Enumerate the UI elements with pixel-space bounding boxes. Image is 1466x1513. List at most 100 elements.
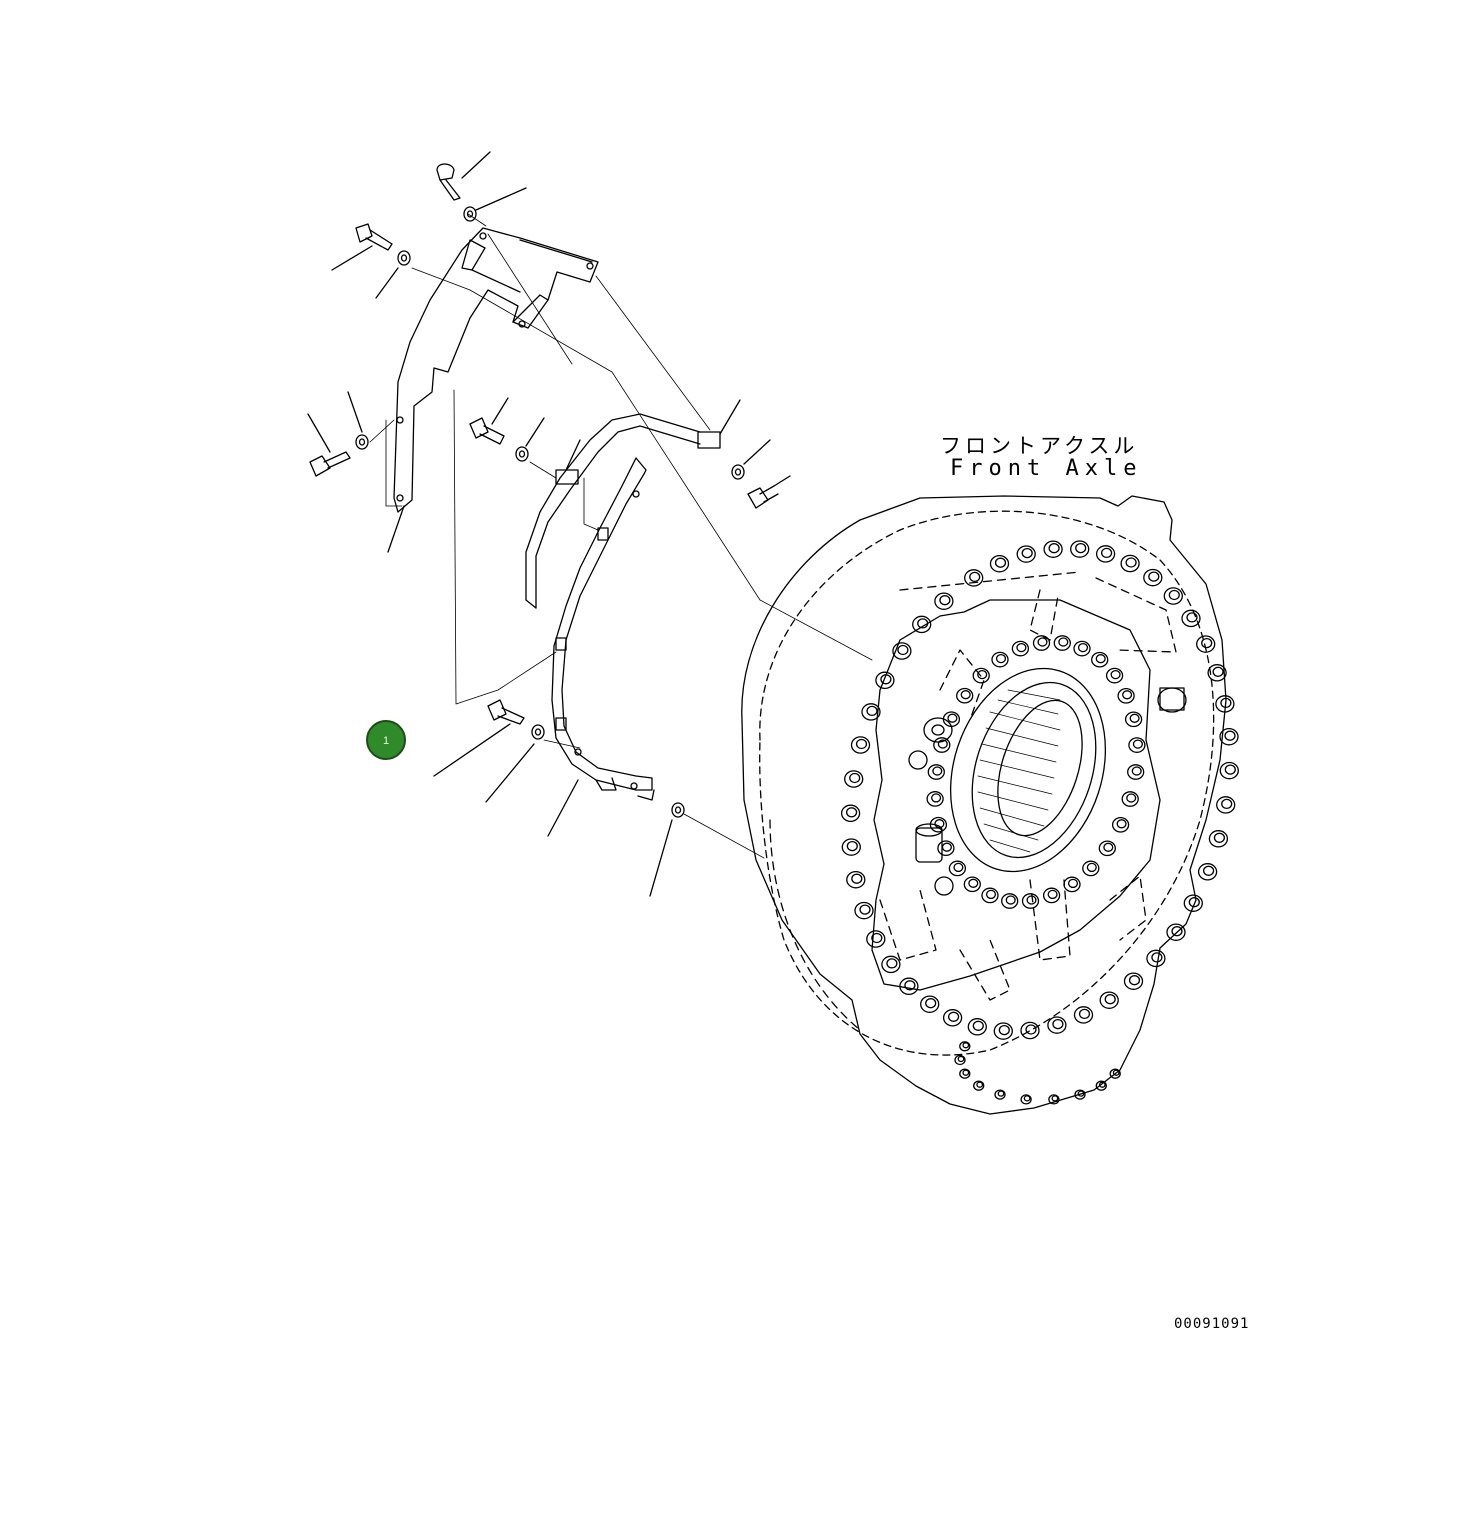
hub-bolt — [1034, 636, 1050, 650]
hub-bolt-head — [938, 740, 947, 748]
hub-bolt — [928, 765, 944, 779]
hub-bolt — [842, 805, 860, 821]
hub-bolt — [938, 841, 954, 855]
hub-bolt — [1216, 696, 1234, 712]
hub-bolt-head — [1105, 995, 1115, 1004]
hub-bolt — [900, 978, 918, 994]
hub-bolt-head — [1130, 976, 1140, 985]
hub-bolt — [973, 668, 989, 682]
hub-bolt — [992, 652, 1008, 666]
hub-bolt-head — [1027, 896, 1036, 904]
hub-bolt-head — [963, 1070, 969, 1075]
hub-bolt-head — [1052, 1096, 1058, 1101]
washer-7 — [732, 440, 770, 479]
hub-bolt — [994, 1023, 1012, 1039]
hub-bolt — [1099, 841, 1115, 855]
hub-bolt-head — [857, 740, 867, 749]
hub-bolt-head — [1104, 843, 1113, 851]
hub-bolt — [1017, 546, 1035, 562]
hub-bolt — [1129, 738, 1145, 752]
hub-bolt — [913, 616, 931, 632]
hub-bolt — [1147, 950, 1165, 966]
hub-bolt — [1220, 729, 1238, 745]
hub-bolt — [930, 818, 946, 832]
hub-bolt-head — [998, 1091, 1004, 1096]
hub-bolt — [1118, 689, 1134, 703]
hub-bolt — [1096, 1081, 1106, 1090]
hub-bolt-head — [1214, 833, 1224, 842]
hub-bolt — [1128, 765, 1144, 779]
hub-bolt — [968, 1019, 986, 1035]
hub-bolt — [1048, 1017, 1066, 1033]
hub-bolt-head — [1189, 898, 1199, 907]
hub-bolt — [1064, 877, 1080, 891]
hub-bolt — [927, 792, 943, 806]
guard-ring-bracket — [552, 458, 654, 800]
hub-bolt-head — [1080, 1009, 1090, 1018]
part-callout-1[interactable]: 1 — [366, 720, 406, 760]
hub-bolt — [1107, 668, 1123, 682]
hub-bolt-head — [1087, 863, 1096, 871]
hub-bolt — [960, 1069, 970, 1078]
hub-bolt-head — [918, 619, 928, 628]
hub-bolt-head — [1076, 544, 1086, 553]
callout-number: 1 — [382, 735, 390, 747]
hub-bolt — [1049, 1095, 1059, 1104]
hub-bolt — [995, 1090, 1005, 1099]
hub-bolt-head — [1221, 698, 1231, 707]
hub-bolt-head — [973, 1021, 983, 1030]
hub-bolt-head — [847, 808, 857, 817]
hub-bolt-head — [1130, 714, 1139, 722]
hub-bolt — [1075, 1007, 1093, 1023]
hub-bolt — [876, 672, 894, 688]
bolt-2 — [332, 224, 392, 270]
hub-bolt-head — [867, 706, 877, 715]
hub-bolt — [1199, 864, 1217, 880]
hub-bolt — [1121, 555, 1139, 571]
hub-bolt — [1097, 546, 1115, 562]
hub-bolt — [1197, 636, 1215, 652]
hub-bolt — [1125, 973, 1143, 989]
hub-bolt-head — [948, 714, 957, 722]
front-axle-hub — [742, 496, 1226, 1114]
hub-bolt-head — [996, 558, 1006, 567]
hub-bolt-head — [1024, 1096, 1030, 1101]
hub-bolt-head — [949, 1012, 959, 1021]
hub-bolt — [982, 888, 998, 902]
hub-bolt — [847, 872, 865, 888]
hub-bolt — [965, 570, 983, 586]
hub-bolt — [1126, 712, 1142, 726]
hub-bolt — [1074, 641, 1090, 655]
hub-bolt — [1100, 992, 1118, 1008]
washer-4 — [516, 418, 544, 461]
hub-bolt-head — [997, 655, 1006, 663]
hub-bolt — [1220, 763, 1238, 779]
hub-bolt — [1071, 541, 1089, 557]
hub-bolt-head — [1038, 638, 1047, 646]
hub-bolt-head — [999, 1026, 1009, 1035]
washer-2 — [376, 251, 410, 298]
hub-bolt — [1144, 570, 1162, 586]
bolt-3 — [308, 414, 350, 476]
hub-bolt-head — [1172, 927, 1182, 936]
hub-bolt-head — [1113, 1070, 1119, 1075]
hub-bolt-head — [1225, 731, 1235, 740]
hub-bolt-head — [898, 646, 908, 655]
hub-bolt — [1075, 1090, 1085, 1099]
hub-bolt-head — [958, 1057, 964, 1062]
hub-bolt-head — [1059, 638, 1068, 646]
upper-cover-bracket — [394, 228, 598, 512]
hub-bolt-pattern — [842, 541, 1239, 1104]
hub-bolt — [1164, 588, 1182, 604]
hose-pipe — [526, 414, 720, 608]
hub-bolt-head — [847, 842, 857, 851]
hub-bolt-head — [1078, 1091, 1084, 1096]
hub-bolt — [1182, 610, 1200, 626]
hub-bolt — [862, 704, 880, 720]
hub-bolt-head — [943, 843, 952, 851]
hub-bolt-head — [961, 691, 970, 699]
hub-bolt-head — [881, 675, 891, 684]
hub-bolt-head — [940, 596, 950, 605]
hub-bolt-head — [1132, 767, 1141, 775]
hub-bolt — [1092, 653, 1108, 667]
